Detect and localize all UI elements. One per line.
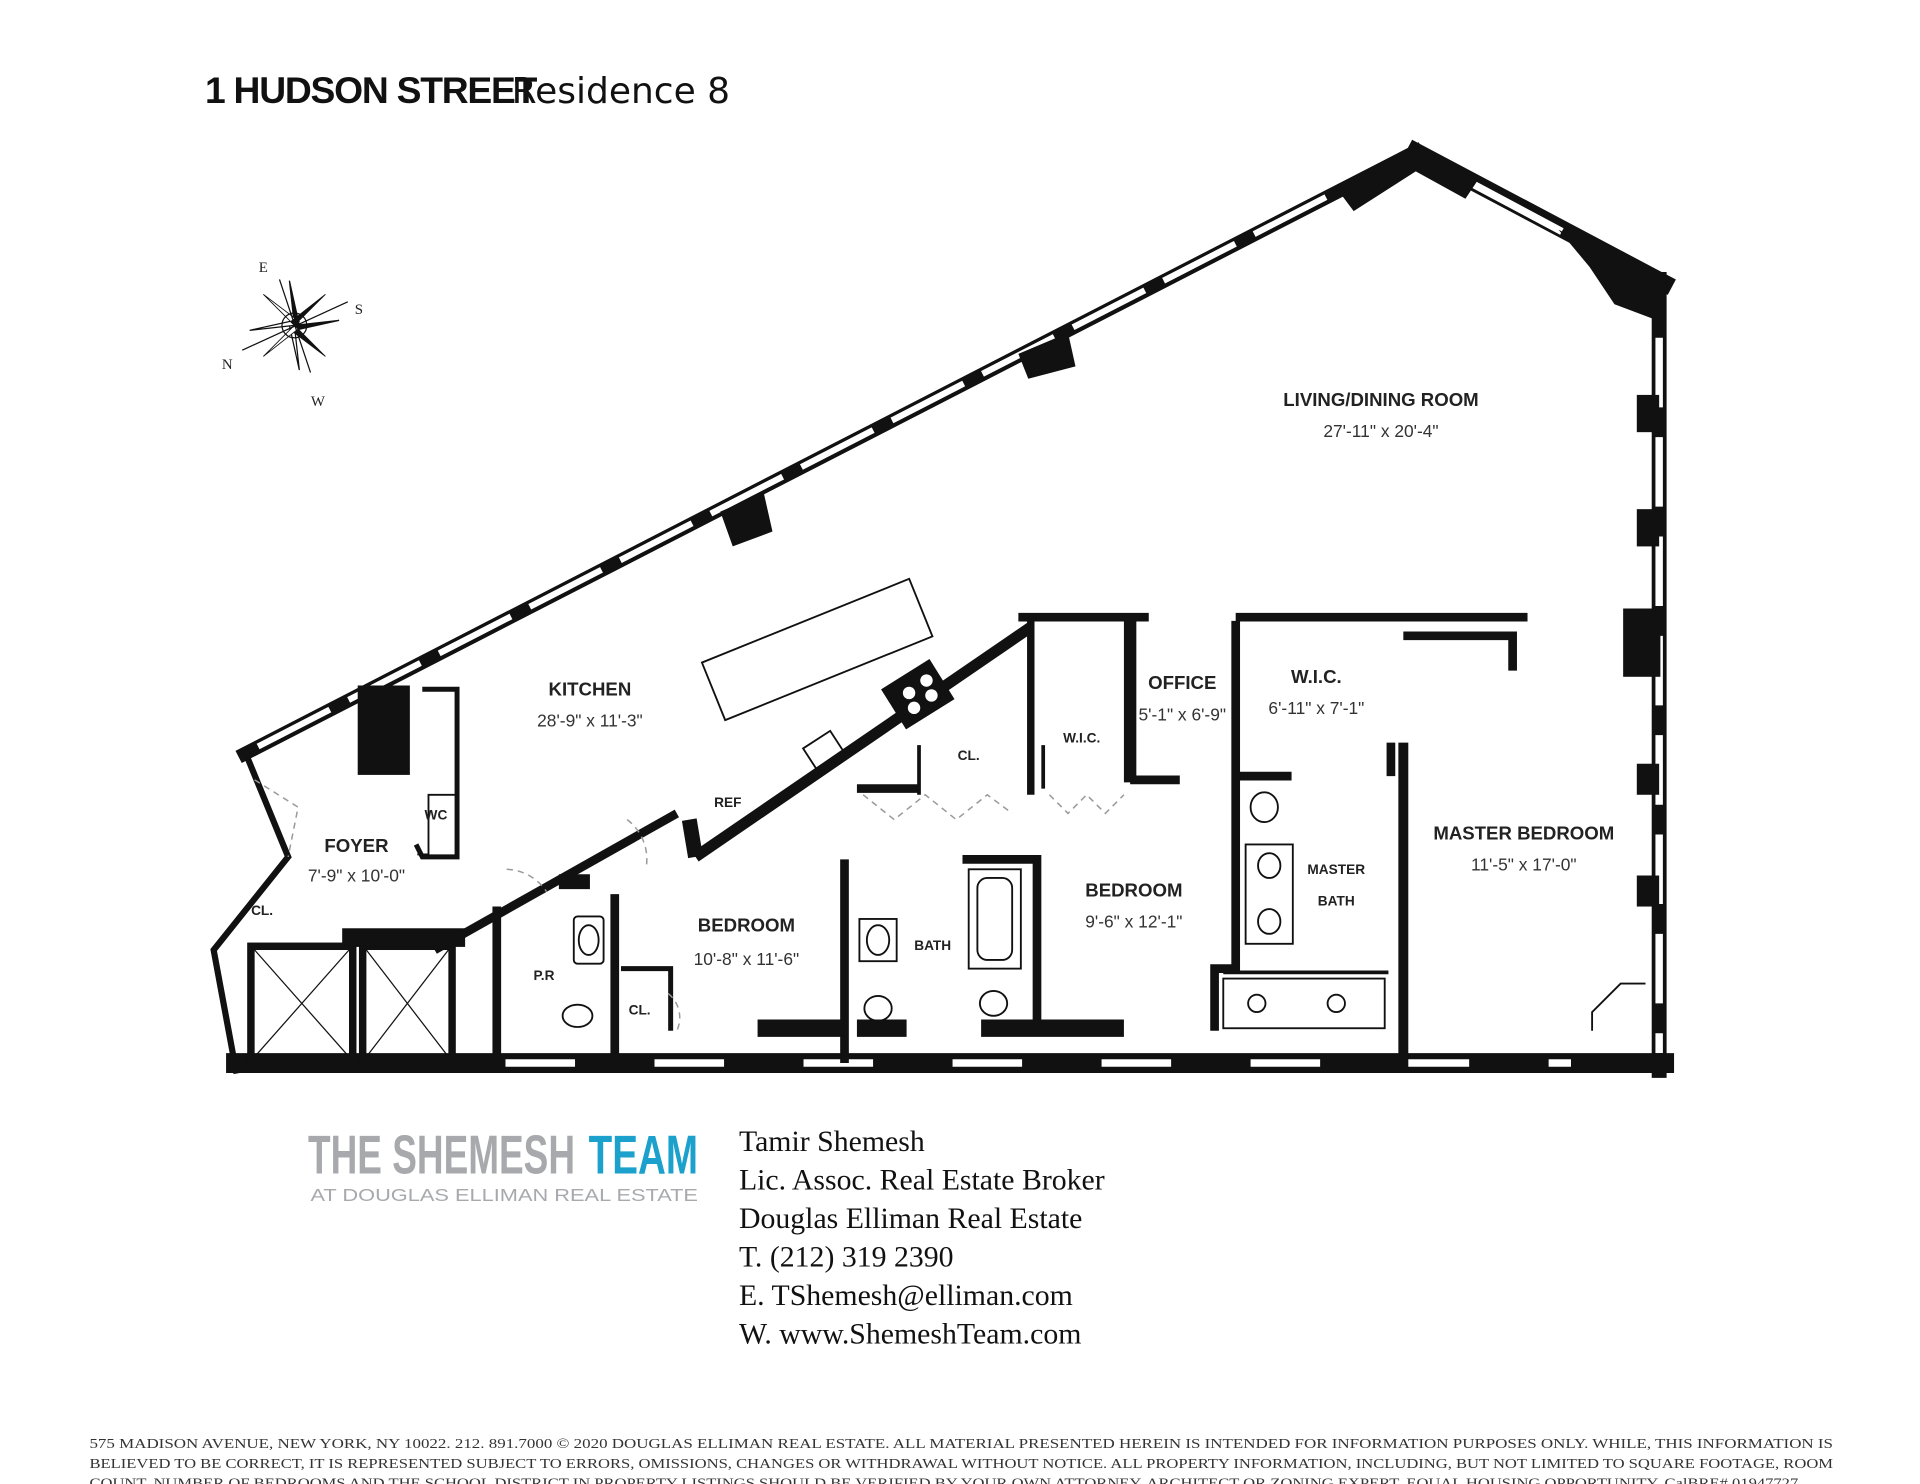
bedroom-2-dims: 9'-6" x 12'-1"	[1085, 912, 1182, 932]
agent-phone[interactable]: T. (212) 319 2390	[739, 1241, 954, 1274]
sink-icon	[801, 729, 845, 771]
compass-w: W	[311, 394, 326, 410]
interior-walls	[413, 612, 1528, 1068]
living-dining-label: LIVING/DINING ROOM	[1283, 389, 1478, 410]
disclaimer-line-2: BELIEVED TO BE CORRECT, IT IS REPRESENTE…	[89, 1456, 1833, 1471]
kitchen-island	[700, 577, 934, 722]
small-wic-label: W.I.C.	[1063, 731, 1100, 746]
disclaimer-line-3: COUNT, NUMBER OF BEDROOMS AND THE SCHOOL…	[89, 1476, 1798, 1484]
bedroom-2-label: BEDROOM	[1085, 880, 1182, 901]
foyer-label: FOYER	[324, 835, 389, 856]
logo-the-shemesh: THE SHEMESH	[308, 1125, 575, 1186]
cooktop-icon	[881, 659, 955, 730]
bath-label: BATH	[914, 938, 951, 953]
master-bedroom-dims: 11'-5" x 17'-0"	[1471, 855, 1577, 875]
compass-n: N	[222, 357, 233, 373]
bedroom-1-label: BEDROOM	[698, 914, 795, 935]
compass-rose-icon	[241, 279, 349, 373]
building-title: 1 HUDSON STREET	[205, 69, 538, 111]
office-label: OFFICE	[1148, 672, 1216, 693]
office-dims: 5'-1" x 6'-9"	[1139, 704, 1227, 724]
bedroom-1-dims: 10'-8" x 11'-6"	[694, 949, 800, 969]
wc-label: WC	[425, 808, 448, 823]
living-dining-dims: 27'-11" x 20'-4"	[1323, 421, 1438, 441]
powder-room-label: P.R	[533, 968, 554, 983]
shemesh-team-logo: THE SHEMESH TEAM AT DOUGLAS ELLIMAN REAL…	[308, 1125, 698, 1205]
elevator-shafts	[247, 928, 466, 1065]
wic-dims: 6'-11" x 7'-1"	[1268, 698, 1364, 718]
bedroom-closet-label: CL.	[629, 1003, 651, 1018]
disclaimer-line-1: 575 MADISON AVENUE, NEW YORK, NY 10022. …	[89, 1436, 1833, 1451]
bath-fixtures	[417, 791, 1646, 1031]
compass-e: E	[259, 260, 268, 276]
master-bedroom-label: MASTER BEDROOM	[1433, 822, 1614, 843]
compass-s: S	[355, 302, 363, 318]
logo-team: TEAM	[589, 1125, 698, 1186]
agent-website[interactable]: W. www.ShemeshTeam.com	[739, 1318, 1081, 1351]
ref-label: REF	[714, 795, 741, 810]
master-bath-label-1: MASTER	[1307, 862, 1365, 877]
agent-email[interactable]: E. TShemesh@elliman.com	[739, 1279, 1073, 1312]
foyer-dims: 7'-9" x 10'-0"	[308, 866, 405, 886]
kitchen-label: KITCHEN	[549, 678, 632, 699]
foyer-closet-label: CL.	[251, 903, 273, 918]
kitchen-dims: 28'-9" x 11'-3"	[537, 710, 643, 730]
hall-closet-label: CL.	[958, 748, 980, 763]
residence-title: Residence 8	[512, 71, 730, 112]
columns	[357, 146, 1665, 907]
door-swings	[254, 779, 1125, 1032]
agent-company: Douglas Elliman Real Estate	[739, 1202, 1082, 1235]
logo-subtitle: AT DOUGLAS ELLIMAN REAL ESTATE	[311, 1185, 698, 1205]
wic-label: W.I.C.	[1291, 666, 1342, 687]
agent-name: Tamir Shemesh	[739, 1125, 925, 1158]
master-bath-label-2: BATH	[1318, 893, 1355, 908]
agent-title: Lic. Assoc. Real Estate Broker	[739, 1164, 1105, 1197]
